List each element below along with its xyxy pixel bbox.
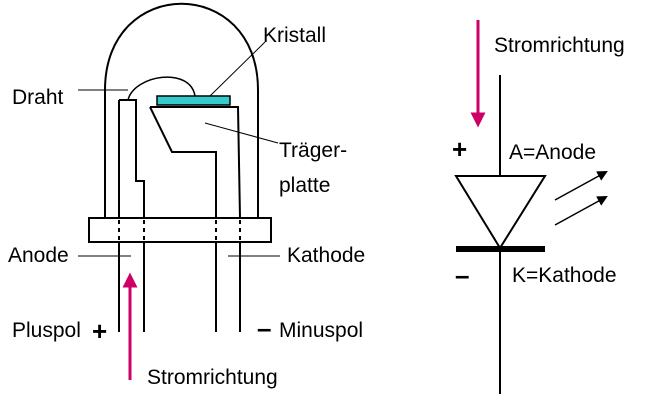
label-pluspol: Pluspol — [12, 319, 81, 342]
led-dome — [104, 2, 259, 218]
sign-plus-right: + — [452, 134, 467, 164]
light-arrow-2 — [554, 195, 608, 226]
label-draht: Draht — [12, 86, 64, 109]
crystal — [156, 95, 231, 106]
label-stromrichtung-left: Stromrichtung — [147, 366, 278, 389]
bond-wire — [127, 76, 196, 101]
light-arrow-1 — [554, 170, 608, 201]
diode-triangle — [454, 175, 547, 250]
diode-cathode-bar — [456, 246, 545, 252]
kristall-leader — [209, 41, 266, 97]
label-stromrichtung-right: Stromrichtung — [494, 34, 625, 57]
label-anode: Anode — [8, 244, 69, 267]
label-kathode: Kathode — [287, 244, 365, 267]
label-minuspol: Minuspol — [279, 319, 363, 342]
label-traeger-line2: platte — [279, 174, 330, 197]
sign-minus-left: – — [257, 313, 271, 343]
label-kristall: Kristall — [263, 24, 326, 47]
traeger-leader — [204, 122, 279, 144]
label-traeger-line1: Träger- — [279, 139, 347, 162]
anode-post — [118, 99, 145, 218]
label-a-anode: A=Anode — [509, 141, 596, 164]
led-base — [88, 217, 272, 243]
sign-plus-left: + — [92, 316, 107, 346]
sign-minus-right: – — [455, 260, 469, 290]
label-k-kathode: K=Kathode — [512, 264, 617, 287]
carrier-plate — [149, 106, 241, 219]
